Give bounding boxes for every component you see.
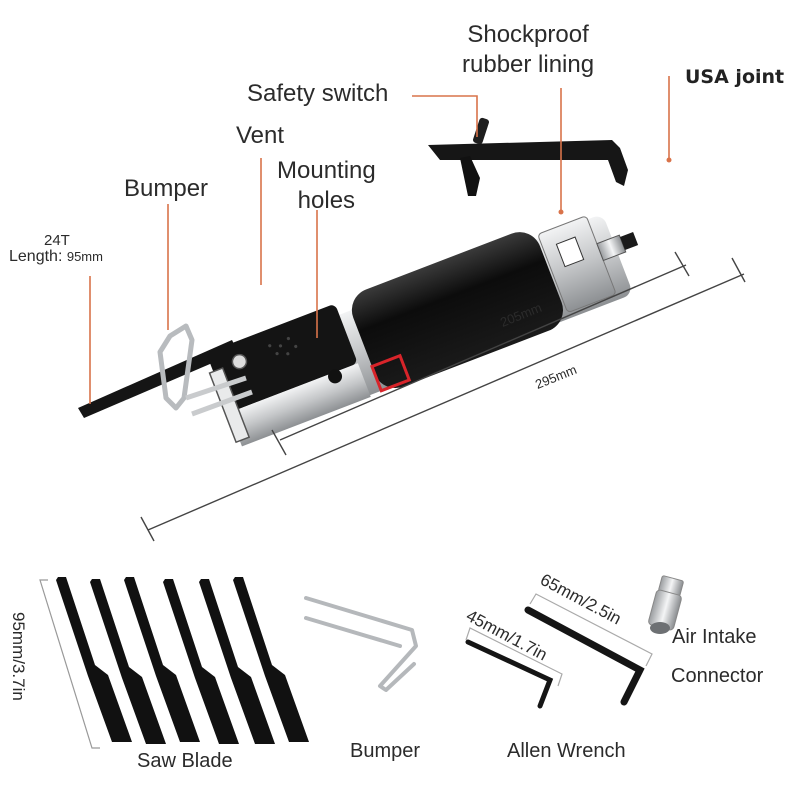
callout-vent: Vent — [236, 122, 285, 149]
saw-blade — [56, 577, 132, 742]
callout-mounting-holes-line2: holes — [297, 187, 356, 214]
saw-blade — [163, 579, 239, 744]
saw-blade — [233, 577, 309, 742]
air-intake-connector — [648, 575, 684, 634]
callout-mounting-holes-line1: Mounting — [277, 157, 376, 184]
blade-size-bracket — [39, 579, 100, 749]
installed-saw-blade — [78, 340, 238, 418]
allen-wrenches — [465, 606, 645, 709]
small-wrench-bracket — [465, 627, 563, 687]
saw-blade-size: 95mm/3.7in — [9, 612, 28, 701]
saw-blade — [90, 579, 166, 744]
callout-shockproof-line2: rubber lining — [462, 51, 595, 78]
screw-icon — [231, 353, 248, 370]
installed-bumper — [157, 323, 253, 417]
air-intake-label-line1: Air Intake — [672, 626, 757, 648]
blade-length-label: Length: — [9, 248, 63, 265]
mounting-hole — [328, 369, 343, 384]
qr-label — [555, 236, 585, 268]
blade-length-value: 95mm — [66, 249, 103, 264]
safety-switch — [473, 117, 489, 145]
allen-wrench-label: Allen Wrench — [507, 740, 626, 762]
loose-bumper — [304, 596, 418, 692]
bumper-label: Bumper — [350, 740, 421, 762]
allen-wrench-small — [465, 639, 554, 709]
callout-shockproof-line1: Shockproof — [467, 21, 589, 48]
air-intake-label-line2: Connector — [671, 665, 764, 687]
saw-blade — [199, 579, 275, 744]
dimension-lines — [140, 251, 746, 542]
trigger-lever — [428, 117, 628, 196]
red-label — [370, 353, 412, 393]
large-wrench-bracket — [529, 593, 653, 667]
callout-safety-switch: Safety switch — [247, 80, 389, 107]
callout-lines — [89, 76, 670, 404]
callout-shockproof: Shockproof rubber lining — [462, 20, 594, 80]
allen-wrench-large — [524, 606, 645, 706]
head-block — [207, 305, 357, 411]
callout-blade-length: Length: 95mm — [9, 248, 103, 266]
saw-blades — [56, 577, 309, 744]
saw-blade-label: Saw Blade — [137, 750, 233, 772]
dim-line-295 — [147, 273, 745, 531]
dim-line-205 — [279, 264, 687, 441]
tool-body — [207, 216, 639, 447]
rubber-sleeve — [351, 232, 564, 389]
callout-usa-joint: USA joint — [685, 66, 785, 88]
vent-holes — [268, 336, 298, 356]
saw-blade — [124, 577, 200, 742]
callout-bumper: Bumper — [124, 175, 209, 202]
callout-mounting-holes: Mounting holes — [277, 156, 376, 216]
callout-blade-teeth: 24T — [44, 232, 70, 249]
